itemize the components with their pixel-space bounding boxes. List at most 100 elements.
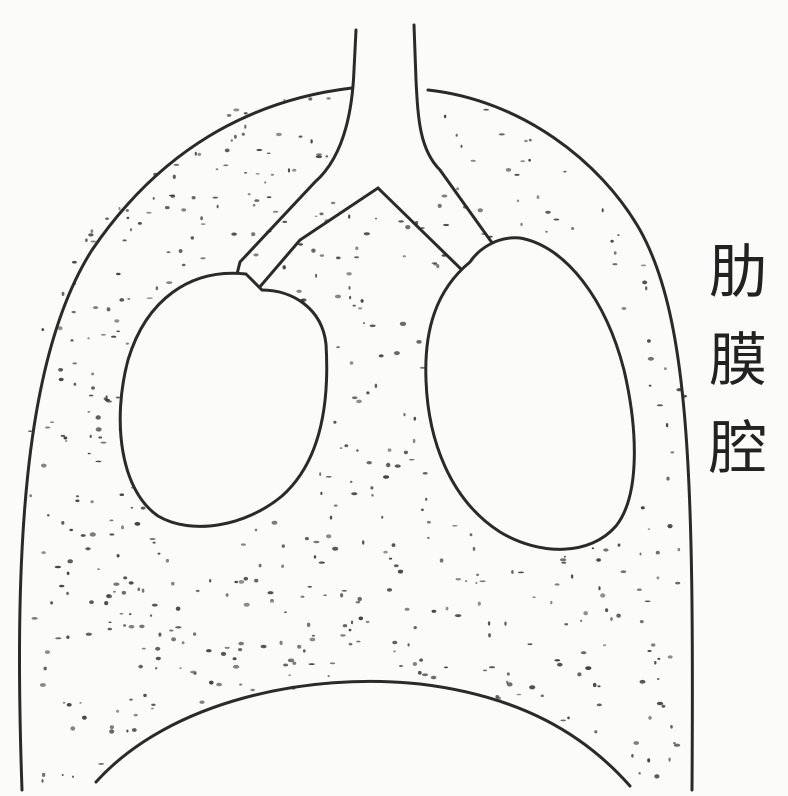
stipple-dot xyxy=(657,702,663,706)
stipple-dot xyxy=(654,661,656,665)
stipple-dot xyxy=(319,561,325,563)
stipple-dot xyxy=(438,204,442,208)
stipple-dot xyxy=(95,461,101,463)
stipple-dot xyxy=(356,449,359,451)
stipple-dot xyxy=(446,607,449,611)
stipple-dot xyxy=(171,637,176,641)
stipple-dot xyxy=(333,421,336,424)
stipple-dot xyxy=(427,521,431,524)
stipple-dot xyxy=(403,255,406,257)
stipple-dot xyxy=(41,464,47,468)
stipple-dot xyxy=(193,632,196,635)
stipple-dot xyxy=(507,682,513,686)
stipple-dot xyxy=(667,524,672,528)
stipple-dot xyxy=(647,758,650,762)
stipple-dot xyxy=(476,574,479,576)
label-char-3: 腔 xyxy=(709,404,767,492)
stipple-dot xyxy=(520,223,522,226)
stipple-dot xyxy=(557,663,563,667)
stipple-dot xyxy=(120,613,124,615)
stipple-dot xyxy=(226,593,229,597)
stipple-dot xyxy=(200,216,203,220)
stipple-dot xyxy=(319,213,323,216)
stipple-dot xyxy=(475,582,477,584)
stipple-dot xyxy=(65,440,67,442)
stipple-dot xyxy=(129,699,133,701)
stipple-dot xyxy=(55,637,61,639)
stipple-dot xyxy=(336,257,341,260)
stipple-dot xyxy=(45,650,50,654)
stipple-dot xyxy=(238,648,242,651)
stipple-dot xyxy=(423,472,428,475)
stipple-dot xyxy=(126,209,129,212)
stipple-dot xyxy=(166,281,172,284)
stipple-dot xyxy=(618,544,621,547)
stipple-dot xyxy=(617,234,619,236)
stipple-dot xyxy=(264,181,266,183)
stipple-dot xyxy=(312,635,315,637)
stipple-dot xyxy=(111,336,116,338)
trachea-right-wall xyxy=(414,25,504,258)
stipple-dot xyxy=(107,594,110,597)
stipple-dot xyxy=(75,500,79,503)
pleural-cavity-label: 肋 膜 腔 xyxy=(696,228,780,492)
stipple-dot xyxy=(282,544,285,547)
stipple-dot xyxy=(166,559,169,563)
stipple-dot xyxy=(541,695,544,698)
stipple-dot xyxy=(313,541,319,544)
stipple-dot xyxy=(156,286,159,290)
stipple-dot xyxy=(533,596,536,598)
stipple-dot xyxy=(135,522,141,526)
stipple-dot xyxy=(657,658,660,660)
stipple-dot xyxy=(340,447,342,449)
stipple-dot xyxy=(478,208,483,212)
stipple-dot xyxy=(82,716,87,720)
stipple-dot xyxy=(126,343,129,345)
stipple-dot xyxy=(79,702,81,704)
stipple-dot xyxy=(640,620,644,623)
stipple-dot xyxy=(581,651,587,654)
stipple-dot xyxy=(335,295,341,299)
stipple-dot xyxy=(550,601,552,604)
stipple-dot xyxy=(233,665,239,669)
stipple-dot xyxy=(670,725,673,729)
stipple-dot xyxy=(59,378,64,381)
stipple-dot xyxy=(648,528,650,530)
stipple-dot xyxy=(105,218,109,220)
stipple-dot xyxy=(76,495,79,497)
stipple-dot xyxy=(400,322,406,326)
stipple-dot xyxy=(561,562,566,564)
stipple-dot xyxy=(200,257,205,259)
stipple-dot xyxy=(520,160,525,162)
stipple-dot xyxy=(580,620,582,622)
stipple-dot xyxy=(441,195,447,198)
stipple-dot xyxy=(86,633,92,636)
left-lung xyxy=(120,273,327,526)
stipple-dot xyxy=(308,586,312,588)
stipple-dot xyxy=(74,383,77,386)
stipple-dot xyxy=(253,204,256,207)
stipple-dot xyxy=(127,217,130,219)
stipple-dot xyxy=(146,212,151,214)
stipple-dot xyxy=(155,647,160,651)
stipple-dot xyxy=(488,621,490,625)
stipple-dot xyxy=(116,710,119,713)
stipple-dot xyxy=(444,115,446,119)
stipple-dot xyxy=(259,564,262,568)
stipple-dot xyxy=(593,683,597,687)
stipple-dot xyxy=(511,570,514,574)
stipple-dot xyxy=(597,704,602,707)
stipple-dot xyxy=(414,626,417,629)
stipple-dot xyxy=(567,717,570,720)
stipple-dot xyxy=(64,437,68,440)
stipple-dot xyxy=(227,114,232,117)
stipple-dot xyxy=(404,451,408,455)
stipple-dot xyxy=(244,125,246,129)
stipple-dot xyxy=(336,346,340,348)
stipple-dot xyxy=(537,195,540,199)
stipple-dot xyxy=(72,261,77,264)
stipple-dot xyxy=(597,685,600,687)
stipple-dot xyxy=(280,641,283,645)
stipple-dot xyxy=(675,582,680,585)
